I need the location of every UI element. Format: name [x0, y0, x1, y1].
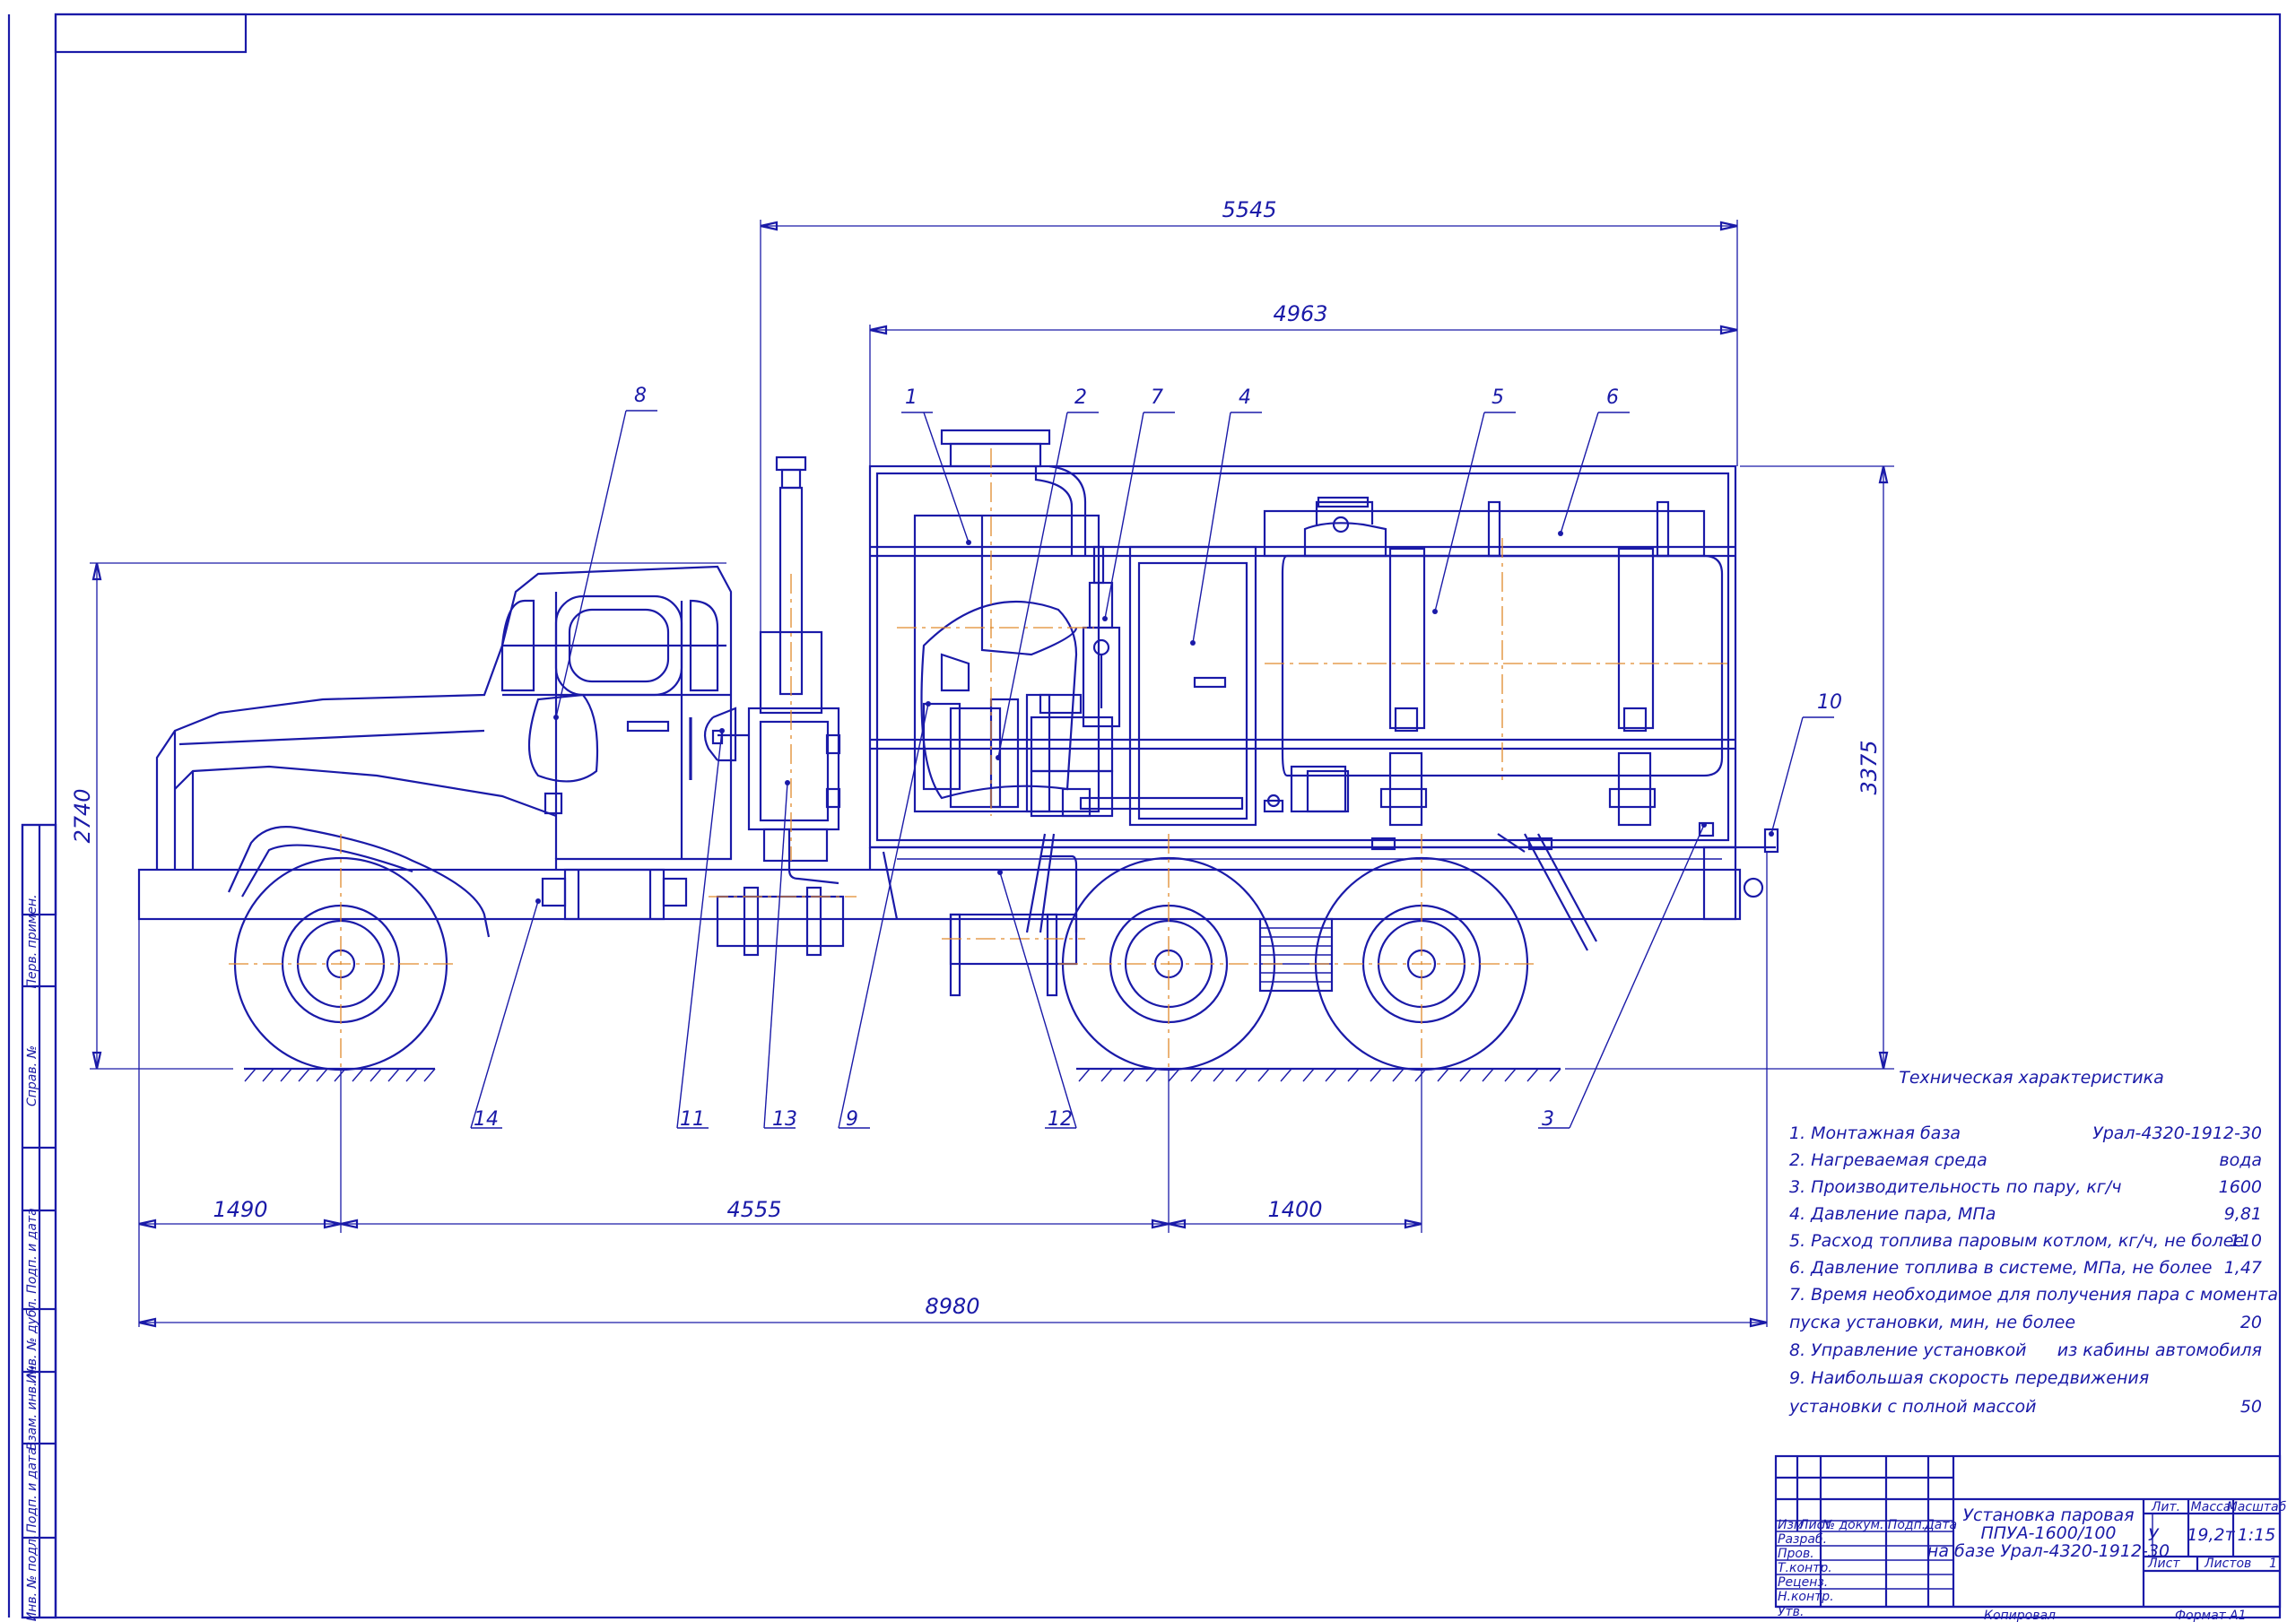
center-lines — [229, 448, 1731, 1067]
callout-2: 2 — [1074, 386, 1087, 409]
spec-row-9b-value: 50 — [2240, 1397, 2262, 1417]
tb-col-list: Лист — [1798, 1518, 1831, 1532]
tb-role-5: Н.контр. — [1778, 1590, 1834, 1604]
callout-12: 12 — [1048, 1108, 1073, 1131]
exhaust-heater-unit — [747, 455, 841, 885]
tb-mass: Масса — [2191, 1500, 2231, 1514]
tb-role-4: Реценз. — [1778, 1575, 1828, 1590]
tb-name-line-1: Установка паровая — [1962, 1505, 2134, 1525]
spec-row-8-value: из кабины автомобиля — [2057, 1340, 2262, 1360]
spec-row-3-value: 1600 — [2219, 1177, 2262, 1197]
spec-row-7b-label: пуска установки, мин, не более — [1789, 1313, 2075, 1332]
callout-14: 14 — [474, 1108, 499, 1131]
left-margin-strips: Перв. примен. Справ. № Подп. и дата Инв.… — [21, 823, 57, 1622]
callout-11: 11 — [680, 1108, 705, 1131]
margin-label-orig-no: Инв. № подл. — [25, 1535, 39, 1622]
dim-1490: 1490 — [213, 1197, 267, 1222]
spec-row-7b-value: 20 — [2240, 1313, 2262, 1332]
truck-cab — [155, 565, 749, 938]
dimension-lines — [90, 220, 1894, 1328]
tb-role-1: Разраб. — [1778, 1532, 1827, 1547]
dim-2740: 2740 — [70, 788, 95, 843]
fuel-tank — [1263, 496, 1724, 827]
dim-8980: 8980 — [925, 1294, 979, 1319]
callout-6: 6 — [1606, 386, 1619, 409]
tb-copied: Копировал — [1984, 1609, 2056, 1622]
tb-format-value: А1 — [2229, 1609, 2246, 1622]
callout-numbers: 1 2 7 4 5 6 8 10 14 11 13 9 12 3 — [474, 385, 1842, 1131]
chassis-frame — [137, 846, 1776, 921]
tb-col-izm: Изм — [1778, 1518, 1804, 1532]
tb-lit: Лит. — [2151, 1500, 2180, 1514]
tb-col-sign: Подп. — [1888, 1518, 1926, 1532]
tb-col-doc: № докум. — [1821, 1518, 1883, 1532]
dim-4963: 4963 — [1273, 301, 1327, 326]
tb-scale-value: 1:15 — [2238, 1525, 2276, 1545]
tb-name-line-3: на базе Урал-4320-1912-30 — [1927, 1541, 2170, 1561]
margin-label-ref-no: Справ. № — [25, 1045, 39, 1106]
tb-scale: Масштаб — [2227, 1500, 2287, 1514]
spec-row-7-label: 7. Время необходимое для получения пара … — [1789, 1285, 2278, 1305]
spec-row-4-label: 4. Давление пара, МПа — [1789, 1204, 1996, 1224]
tb-mass-value: 19,2т — [2187, 1525, 2235, 1545]
tb-sheets-value: 1 — [2269, 1557, 2277, 1571]
spec-row-5-label: 5. Расход топлива паровым котлом, кг/ч, … — [1789, 1231, 2244, 1251]
tb-col-date: Дата — [1924, 1518, 1957, 1532]
spec-row-8-label: 8. Управление установкой — [1789, 1340, 2027, 1360]
margin-label-dup-no: Инв. № дубл. — [25, 1297, 39, 1383]
spec-row-5-value: 110 — [2230, 1231, 2262, 1251]
dim-5545: 5545 — [1222, 197, 1276, 222]
margin-label-replace-no: Взам. инв. № — [25, 1365, 39, 1450]
callout-leaders — [470, 410, 1834, 1129]
dim-1400: 1400 — [1267, 1197, 1322, 1222]
tb-role-3: Т.контр. — [1778, 1561, 1832, 1575]
callout-9: 9 — [846, 1108, 858, 1131]
callout-10: 10 — [1817, 691, 1842, 714]
tb-format: Формат — [2175, 1609, 2227, 1622]
tb-name-line-2: ППУА-1600/100 — [1980, 1523, 2116, 1543]
callout-7: 7 — [1151, 386, 1163, 409]
callout-8: 8 — [634, 385, 647, 407]
tech-spec-title: Техническая характеристика — [1899, 1068, 2163, 1088]
tb-role-6: Утв. — [1778, 1605, 1804, 1619]
dim-4555: 4555 — [726, 1197, 781, 1222]
spec-row-4-value: 9,81 — [2224, 1204, 2262, 1224]
tech-spec: Техническая характеристика 1. Монтажная … — [1788, 1068, 2278, 1417]
tb-sheet: Лист — [2147, 1557, 2180, 1571]
spec-row-1-label: 1. Монтажная база — [1789, 1123, 1961, 1143]
spec-row-9-label: 9. Наибольшая скорость передвижения — [1789, 1368, 2149, 1388]
spec-row-2-value: вода — [2219, 1150, 2262, 1170]
spec-row-9b-label: установки с полной массой — [1788, 1397, 2036, 1417]
margin-label-sign-date-1: Подп. и дата — [25, 1208, 39, 1293]
body-compartment — [868, 429, 1737, 849]
spec-row-1-value: Урал-4320-1912-30 — [2092, 1123, 2262, 1143]
spec-row-6-label: 6. Давление топлива в системе, МПа, не б… — [1789, 1258, 2212, 1278]
dim-3375: 3375 — [1857, 740, 1882, 794]
ground-line — [244, 1067, 1561, 1082]
tb-role-2: Пров. — [1778, 1547, 1814, 1561]
callout-4: 4 — [1239, 386, 1251, 409]
margin-label-sign-date-2: Подп. и дата — [25, 1447, 39, 1532]
wheels — [233, 856, 1529, 1071]
title-block: Изм Лист № докум. Подп. Дата Разраб. Про… — [1774, 1454, 2287, 1622]
drawing-frame — [7, 13, 2282, 1619]
spec-row-3-label: 3. Производительность по пару, кг/ч — [1789, 1177, 2121, 1197]
spec-row-6-value: 1,47 — [2224, 1258, 2262, 1278]
tb-sheets: Листов — [2204, 1557, 2251, 1571]
callout-1: 1 — [905, 386, 918, 409]
spec-row-2-label: 2. Нагреваемая среда — [1789, 1150, 1987, 1170]
margin-label-first-use: Перв. примен. — [25, 894, 39, 988]
dimension-values: 5545 4963 2740 3375 1490 4555 1400 8980 — [70, 197, 1882, 1319]
underside-components — [716, 821, 1779, 997]
callout-5: 5 — [1492, 386, 1504, 409]
tb-lit-value: У — [2148, 1525, 2160, 1545]
callout-3: 3 — [1542, 1108, 1554, 1131]
callout-13: 13 — [772, 1108, 797, 1131]
